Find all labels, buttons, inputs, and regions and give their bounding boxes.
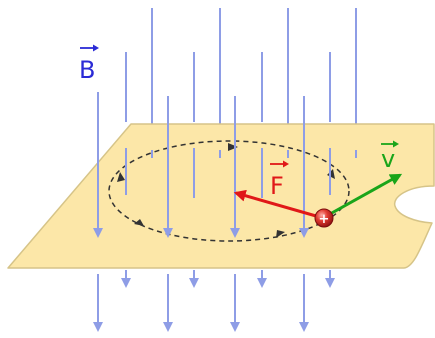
force-label: F	[270, 160, 289, 200]
orbit-arrow-left	[117, 172, 125, 182]
orbit-arrow-top	[228, 143, 238, 151]
field-label-text: B	[79, 56, 95, 84]
field-label: B	[79, 44, 99, 84]
orbit-arrow-bottom-right	[276, 230, 285, 238]
charge-sign: +	[319, 212, 330, 227]
velocity-vector	[329, 173, 403, 216]
positive-charge: +	[314, 208, 334, 228]
force-vector	[233, 189, 324, 220]
force-label-arrowhead-icon	[283, 160, 289, 168]
force-label-text: F	[270, 172, 284, 200]
magnetic-field-lines-below	[93, 270, 335, 332]
charge-sphere-icon	[314, 208, 334, 228]
velocity-label-text: v	[381, 145, 395, 173]
velocity-label-arrowhead-icon	[393, 140, 399, 148]
plane	[7, 123, 435, 269]
field-label-arrowhead-icon	[93, 44, 99, 52]
velocity-label: v	[381, 140, 399, 173]
orbit-arrow-bottom-left	[134, 219, 144, 226]
orbit-path	[108, 140, 350, 242]
magnetic-field-lines-back	[125, 8, 357, 144]
